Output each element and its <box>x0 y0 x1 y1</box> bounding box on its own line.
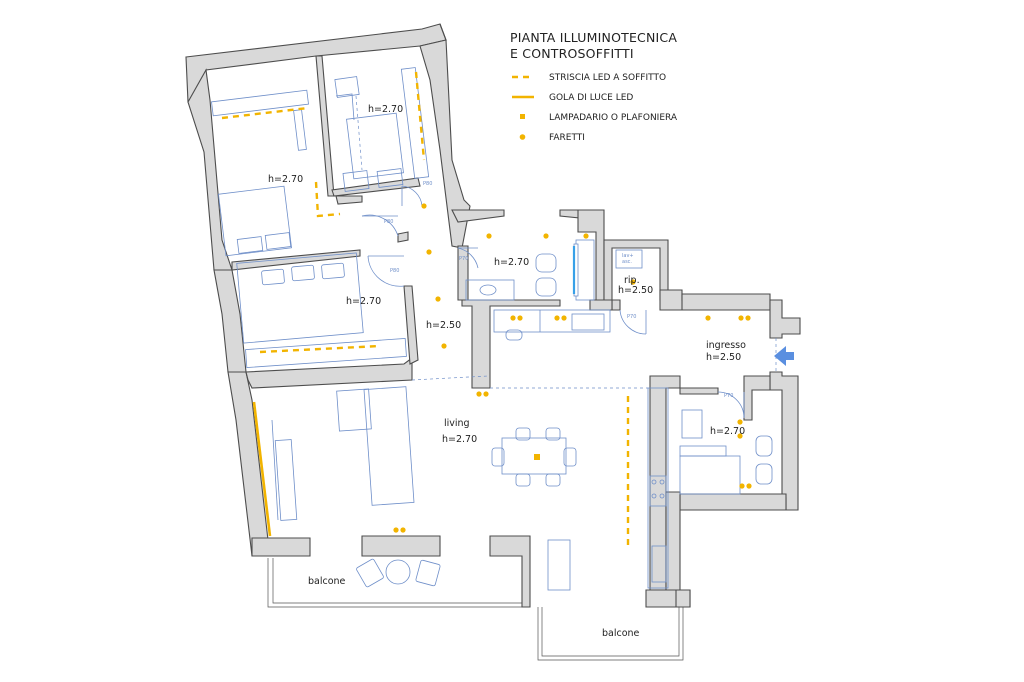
legend-item-spotlight: FARETTI <box>549 133 585 143</box>
storage-height: h=2.50 <box>618 285 653 296</box>
walls <box>185 23 801 608</box>
legend-title-line2: E CONTROSOFFITTI <box>510 46 634 61</box>
room-labels: h=2.70 h=2.70 h=2.70 h=2.50 h=2.70 rip. … <box>268 104 746 639</box>
door-label: P70 <box>627 314 636 320</box>
lighting <box>221 71 752 548</box>
entrance-height: h=2.50 <box>706 352 741 363</box>
ceiling-lamp-living <box>534 454 540 460</box>
living-name: living <box>444 418 470 429</box>
study-height: h=2.70 <box>368 104 403 115</box>
legend-item-light-cove: GOLA DI LUCE LED <box>549 93 633 103</box>
bathroom2-height: h=2.70 <box>710 426 745 437</box>
bedroom2-height: h=2.70 <box>346 296 381 307</box>
door-label: P80 <box>384 219 393 225</box>
bedroom1-height: h=2.70 <box>268 174 303 185</box>
led-strip-bedroom1-right <box>314 181 341 218</box>
balcony-bottom-outline <box>537 607 684 661</box>
furniture <box>211 67 773 591</box>
door-label: P80 <box>390 268 399 274</box>
light-cove-living <box>252 401 272 537</box>
entrance-arrow-icon <box>774 346 794 366</box>
legend-item-ceiling-lamp: LAMPADARIO O PLAFONIERA <box>549 113 678 123</box>
living-height: h=2.70 <box>442 434 477 445</box>
doors <box>361 185 745 419</box>
entrance-name: ingresso <box>706 340 746 351</box>
spotlight-icon <box>519 134 526 140</box>
led-strip-study <box>414 71 426 161</box>
corridor-height: h=2.50 <box>426 320 461 331</box>
storage-name: rip. <box>624 275 640 286</box>
washer-label: lav+ <box>622 253 634 259</box>
ceiling-lamp-icon <box>520 114 525 119</box>
spotlights <box>393 203 752 533</box>
legend: PIANTA ILLUMINOTECNICA E CONTROSOFFITTI … <box>510 30 678 143</box>
bathroom1-height: h=2.70 <box>494 257 529 268</box>
door-label: P80 <box>423 181 432 187</box>
balcony-left-label: balcone <box>308 576 346 587</box>
legend-item-led-strip: STRISCIA LED A SOFFITTO <box>549 73 666 83</box>
balcony-bottom-label: balcone <box>602 628 640 639</box>
washer-label: asc. <box>622 259 632 265</box>
door-label: P70 <box>459 256 468 262</box>
led-strip-bedroom2 <box>259 344 381 354</box>
door-label: P70 <box>724 393 733 399</box>
led-strip-bedroom1 <box>221 106 309 120</box>
legend-title-line1: PIANTA ILLUMINOTECNICA <box>510 30 677 45</box>
